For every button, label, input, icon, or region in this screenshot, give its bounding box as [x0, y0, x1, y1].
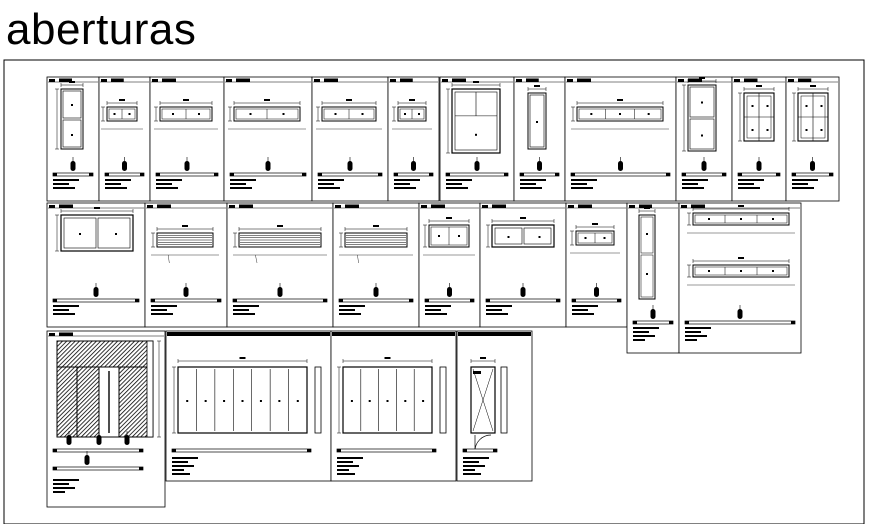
detail-panel: [678, 202, 802, 354]
detail-panel: [456, 330, 533, 482]
detail-panel: [513, 76, 566, 202]
detail-panel: [439, 76, 515, 202]
detail-panel: [564, 76, 677, 202]
detail-panel: [387, 76, 440, 202]
detail-panel: [144, 202, 228, 328]
detail-panel: [311, 76, 389, 202]
detail-panel: [731, 76, 787, 202]
detail-panel: [46, 76, 100, 202]
detail-panels: [46, 76, 840, 508]
detail-panel: [46, 202, 146, 328]
detail-panel: [479, 202, 567, 328]
detail-panel: [226, 202, 334, 328]
detail-panel: [330, 330, 457, 482]
detail-panel: [626, 202, 680, 354]
detail-panel: [46, 330, 166, 508]
detail-panel: [332, 202, 420, 328]
detail-panel: [165, 330, 332, 482]
detail-panel: [785, 76, 840, 202]
detail-panel: [149, 76, 225, 202]
detail-panel: [675, 76, 733, 202]
detail-panel: [565, 202, 628, 328]
detail-panel: [223, 76, 313, 202]
page-title: aberturas: [6, 5, 197, 54]
detail-panel: [418, 202, 481, 328]
detail-panel: [98, 76, 151, 202]
